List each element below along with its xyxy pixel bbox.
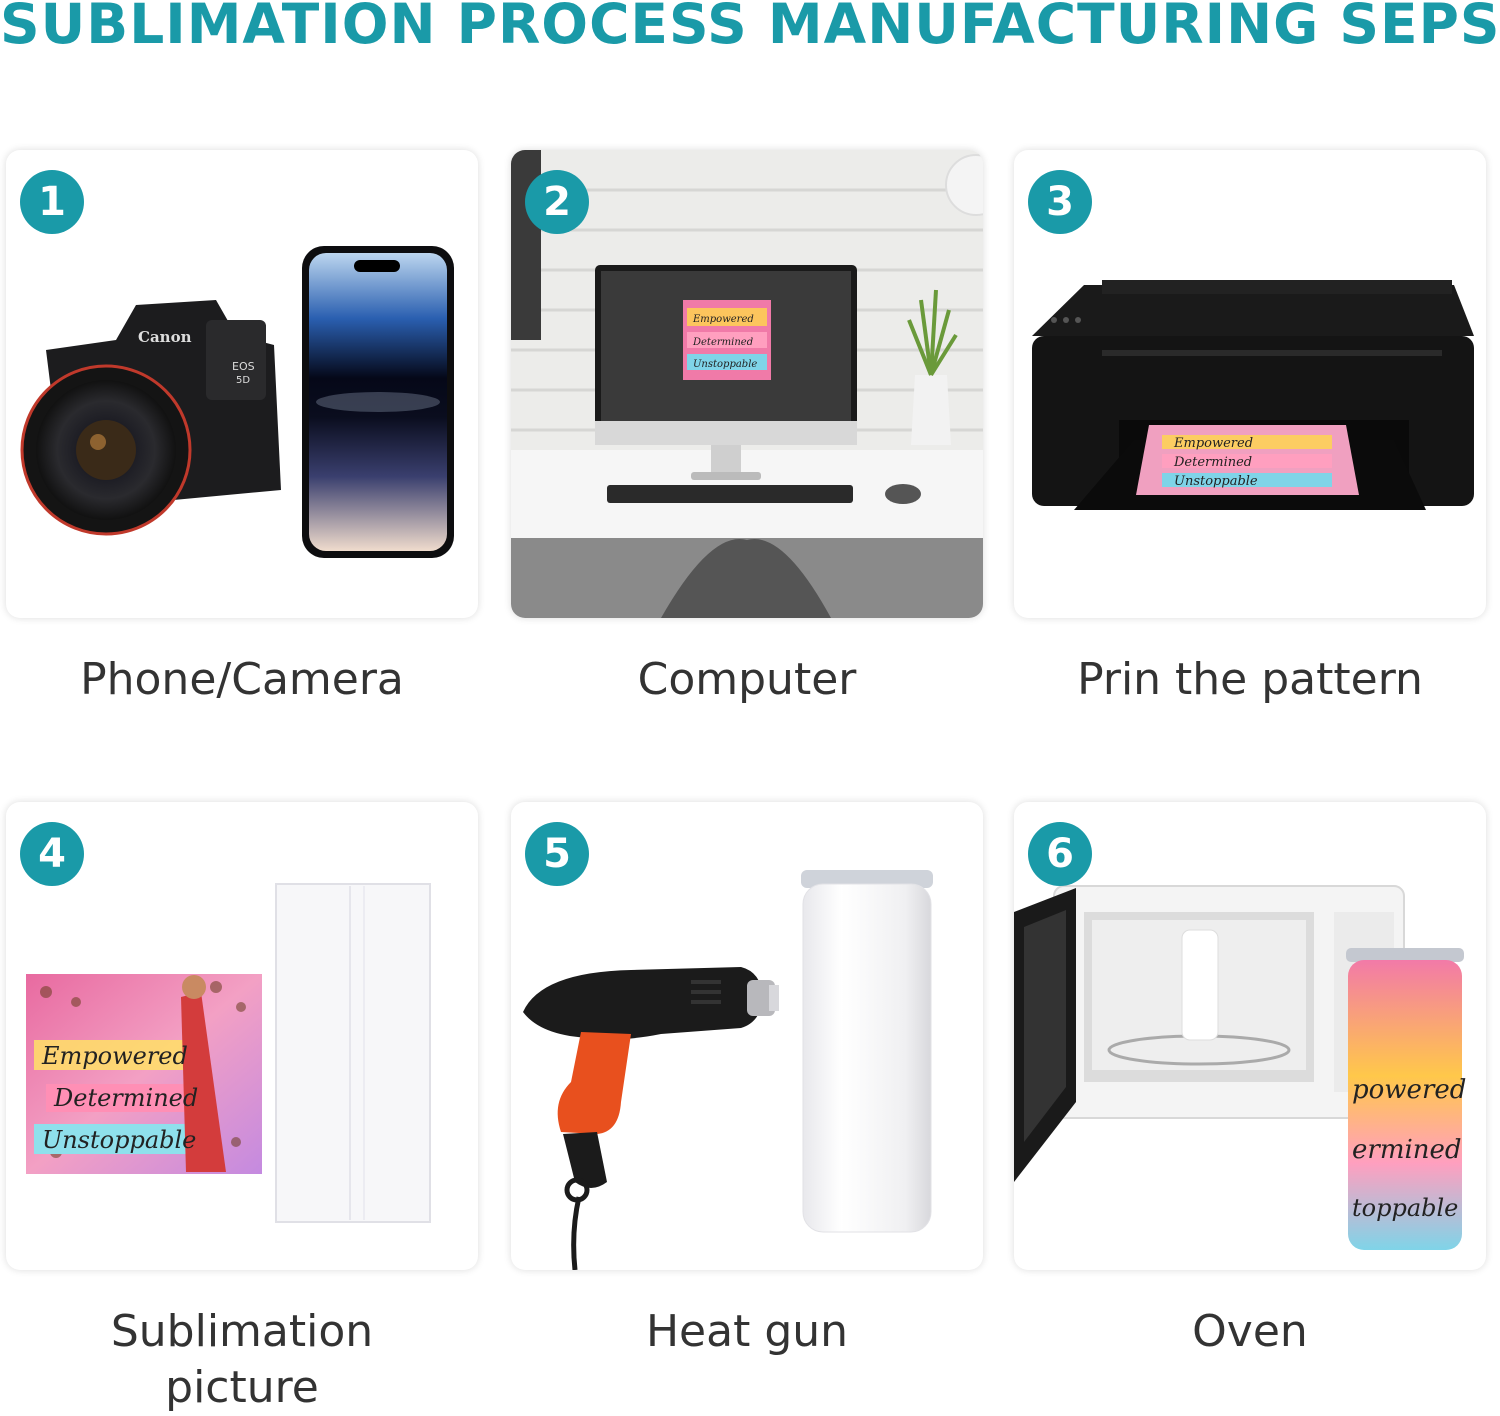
art-text-3: Unstoppable — [693, 359, 757, 370]
step-card-2: Empowered Determined Unstoppable 2 — [511, 150, 983, 618]
step-number-badge: 4 — [20, 822, 84, 886]
sublimation-print-icon: Empowered Determined Unstoppable — [26, 883, 431, 1223]
camera-brand: Canon — [138, 328, 192, 346]
art-text-1: Empowered — [692, 314, 754, 325]
step-label-1: Phone/Camera — [80, 654, 404, 705]
step-card-4: 4 Empowered Determined Unstoppable — [6, 802, 478, 1270]
camera-and-phone-icon: Canon EOS 5D — [20, 246, 454, 558]
printer-icon: Empowered Determined Unstoppable — [1032, 280, 1474, 510]
step-card-6: 6 powered ermined toppable — [1014, 802, 1486, 1270]
art-text-1: Empowered — [1173, 436, 1253, 451]
art-text-2: Determined — [53, 1084, 198, 1112]
art-text-3: toppable — [1352, 1194, 1458, 1222]
camera-model-line2: 5D — [236, 375, 250, 386]
step-number-badge: 6 — [1028, 822, 1092, 886]
step-label-4-line1: Sublimation — [110, 1306, 374, 1357]
step-card-5: 5 — [511, 802, 983, 1270]
art-text-3: Unstoppable — [42, 1126, 196, 1154]
desktop-computer-icon: Empowered Determined Unstoppable — [511, 150, 983, 618]
step-label-4-line2: picture — [165, 1362, 319, 1413]
step-card-3: 3 Empowered Determined Unstoppable — [1014, 150, 1486, 618]
step-number-badge: 3 — [1028, 170, 1092, 234]
step-label-6: Oven — [1192, 1306, 1308, 1357]
step-label-3: Prin the pattern — [1077, 654, 1423, 705]
art-text-2: Determined — [692, 337, 753, 348]
heat-gun-icon — [523, 870, 933, 1270]
step-card-1: 1 Canon EOS 5D — [6, 150, 478, 618]
art-text-2: ermined — [1352, 1135, 1462, 1165]
step-number-badge: 2 — [525, 170, 589, 234]
art-text-1: Empowered — [41, 1042, 188, 1070]
oven-icon: powered ermined toppable — [1014, 885, 1466, 1250]
art-text-1: powered — [1352, 1075, 1466, 1105]
art-text-2: Determined — [1173, 455, 1252, 470]
art-text-3: Unstoppable — [1174, 474, 1258, 489]
step-label-2: Computer — [637, 654, 857, 705]
step-number-badge: 5 — [525, 822, 589, 886]
page-title: SUBLIMATION PROCESS MANUFACTURING SEPS — [0, 0, 1500, 56]
step-label-4: Sublimation picture — [6, 1304, 478, 1416]
step-label-5: Heat gun — [645, 1306, 849, 1357]
step-number-badge: 1 — [20, 170, 84, 234]
camera-model: EOS — [232, 360, 255, 373]
